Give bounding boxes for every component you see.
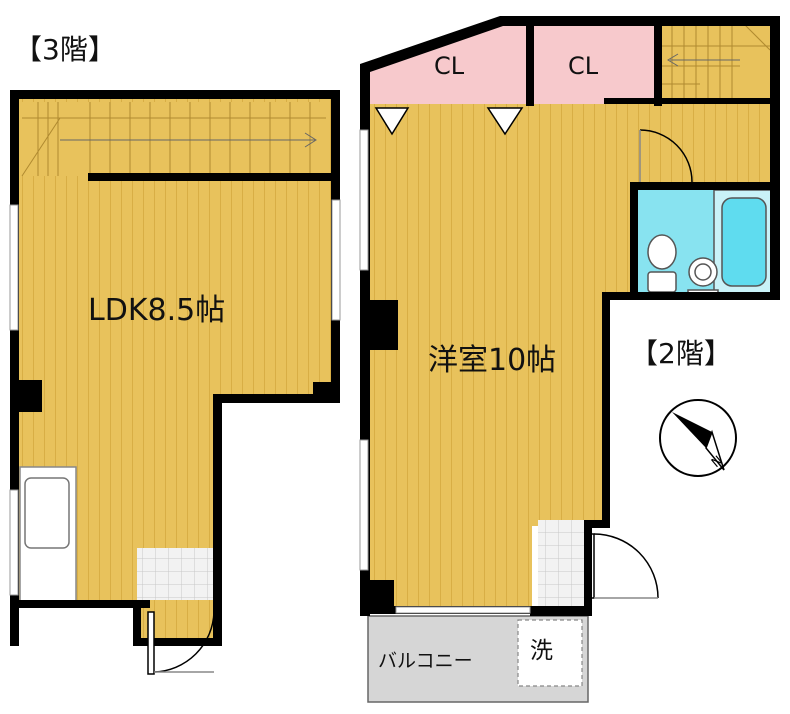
entrance-tile-3f xyxy=(137,548,213,600)
washbasin xyxy=(687,257,719,297)
closet-1 xyxy=(370,24,526,104)
closet-2 xyxy=(532,24,654,104)
floor2-plan xyxy=(359,16,780,703)
stair-steps-2f xyxy=(660,23,771,98)
windows-2f xyxy=(359,129,531,614)
western-room-label: 洋室10帖 xyxy=(428,343,557,378)
laundry-label: 洗 xyxy=(530,638,553,664)
kitchen-sink xyxy=(24,477,70,549)
floor3-plan xyxy=(9,90,341,675)
entrance-tile-2f xyxy=(538,520,584,608)
entrance-door-2f xyxy=(587,533,659,599)
floor2-title: 【2階】 xyxy=(630,337,732,370)
closet-doors xyxy=(374,107,524,136)
hall-door-2f xyxy=(639,129,693,183)
staircase-3f xyxy=(22,102,326,176)
laundry-space xyxy=(517,619,583,687)
staircase-2f xyxy=(660,24,770,98)
closet-2-label: CL xyxy=(568,52,599,80)
ldk-room-label: LDK8.5帖 xyxy=(88,293,226,328)
entrance-door-3f xyxy=(147,611,215,675)
floor3-title: 【3階】 xyxy=(14,33,116,66)
toilet xyxy=(647,234,677,293)
compass-icon: N xyxy=(659,399,737,477)
balcony-label: バルコニー xyxy=(378,650,473,672)
closet-1-label: CL xyxy=(434,52,465,80)
ldk-floor xyxy=(15,96,333,642)
stair-steps-3f xyxy=(21,102,326,177)
windows-3f xyxy=(9,199,341,596)
